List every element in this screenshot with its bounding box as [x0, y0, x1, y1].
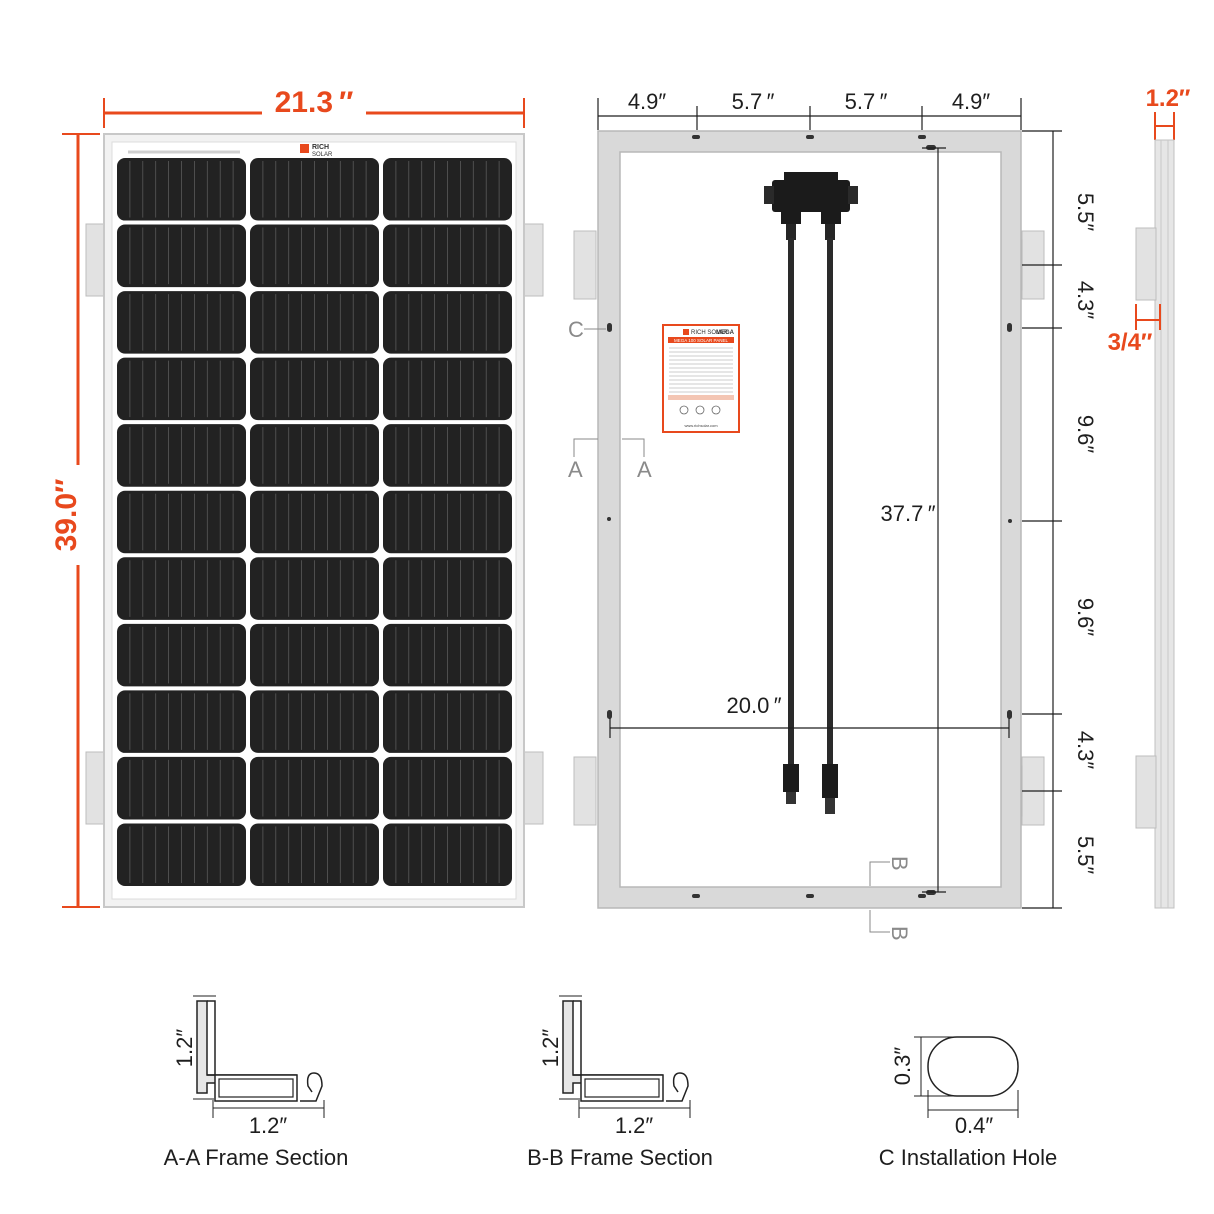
side-view: 1.2″ 3/4″	[1108, 85, 1191, 909]
section-b-height: 1.2″	[538, 1029, 563, 1068]
section-b-b: 1.2″ 1.2″ B-B Frame Section	[527, 995, 713, 1170]
back-right-dim-4: 9.6″	[1073, 598, 1098, 637]
hole-span-horizontal-dimension: 20.0 ″	[609, 693, 1010, 738]
section-a-width: 1.2″	[249, 1113, 288, 1138]
back-right-dim-5: 4.3″	[1073, 731, 1098, 770]
section-a-a: 1.2″ 1.2″ A-A Frame Section	[164, 995, 349, 1170]
back-right-dim-3: 9.6″	[1073, 415, 1098, 454]
svg-text:C: C	[568, 317, 584, 342]
section-a-caption: A-A Frame Section	[164, 1145, 349, 1170]
junction-box	[764, 172, 858, 240]
hole-span-vertical-dimension: 37.7 ″	[880, 147, 946, 893]
back-top-dim-3: 5.7 ″	[845, 89, 888, 114]
section-a-height: 1.2″	[172, 1029, 197, 1068]
back-top-dimensions: 4.9″ 5.7 ″ 5.7 ″ 4.9″	[597, 89, 1022, 130]
back-right-dim-2: 4.3″	[1073, 281, 1098, 320]
back-right-dimensions: 5.5″ 4.3″ 9.6″ 9.6″ 4.3″ 5.5″	[1022, 130, 1098, 909]
section-c-hole: 0.3″ 0.4″ C Installation Hole	[879, 1036, 1058, 1170]
section-b-width: 1.2″	[615, 1113, 654, 1138]
side-thickness-label: 1.2″	[1146, 85, 1191, 112]
front-view: 21.3 ″ 39.0″ RICH SOLAR	[50, 86, 544, 908]
section-c-width: 0.4″	[955, 1113, 994, 1138]
front-mounting-brackets	[85, 223, 544, 825]
marker-c: C	[568, 317, 606, 342]
svg-text:MEGA: MEGA	[716, 330, 735, 336]
back-view: 4.9″ 5.7 ″ 5.7 ″ 4.9″	[568, 89, 1098, 941]
svg-text:www.richsolar.com: www.richsolar.com	[684, 423, 718, 428]
side-bracket-dimension: 3/4″	[1108, 304, 1161, 356]
svg-text:MEGA 100 SOLAR PANEL: MEGA 100 SOLAR PANEL	[674, 338, 728, 343]
svg-text:SOLAR: SOLAR	[312, 152, 333, 158]
svg-text:A: A	[568, 457, 583, 482]
back-sheet	[619, 151, 1002, 888]
svg-text:B: B	[887, 856, 912, 871]
front-height-dimension: 39.0″	[50, 133, 100, 908]
marker-b-section: B B	[869, 856, 912, 941]
product-label: RICH SOLAR MEGA MEGA 100 SOLAR PANEL www…	[662, 324, 740, 433]
back-right-dim-6: 5.5″	[1073, 836, 1098, 875]
hole-span-horizontal-label: 20.0 ″	[726, 693, 781, 718]
back-top-dim-1: 4.9″	[628, 89, 667, 114]
solar-cell-grid	[117, 158, 512, 886]
svg-text:RICH SOLAR: RICH SOLAR	[691, 330, 728, 336]
side-bracket-label: 3/4″	[1108, 329, 1153, 356]
section-b-caption: B-B Frame Section	[527, 1145, 713, 1170]
back-right-dim-1: 5.5″	[1073, 193, 1098, 232]
rich-solar-logo: RICH SOLAR	[300, 144, 333, 158]
front-width-dimension: 21.3 ″	[103, 86, 525, 128]
back-top-dim-4: 4.9″	[952, 89, 991, 114]
output-cables	[783, 238, 838, 814]
side-thickness-dimension: 1.2″	[1146, 85, 1191, 140]
front-height-label: 39.0″	[50, 479, 83, 552]
hole-span-vertical-label: 37.7 ″	[880, 501, 935, 526]
svg-text:RICH: RICH	[312, 144, 329, 151]
marker-a-section: A A	[568, 438, 652, 482]
section-c-caption: C Installation Hole	[879, 1145, 1058, 1170]
front-width-label: 21.3 ″	[275, 86, 354, 119]
back-top-dim-2: 5.7 ″	[732, 89, 775, 114]
svg-text:A: A	[637, 457, 652, 482]
section-c-height: 0.3″	[890, 1047, 915, 1086]
svg-text:B: B	[887, 926, 912, 941]
